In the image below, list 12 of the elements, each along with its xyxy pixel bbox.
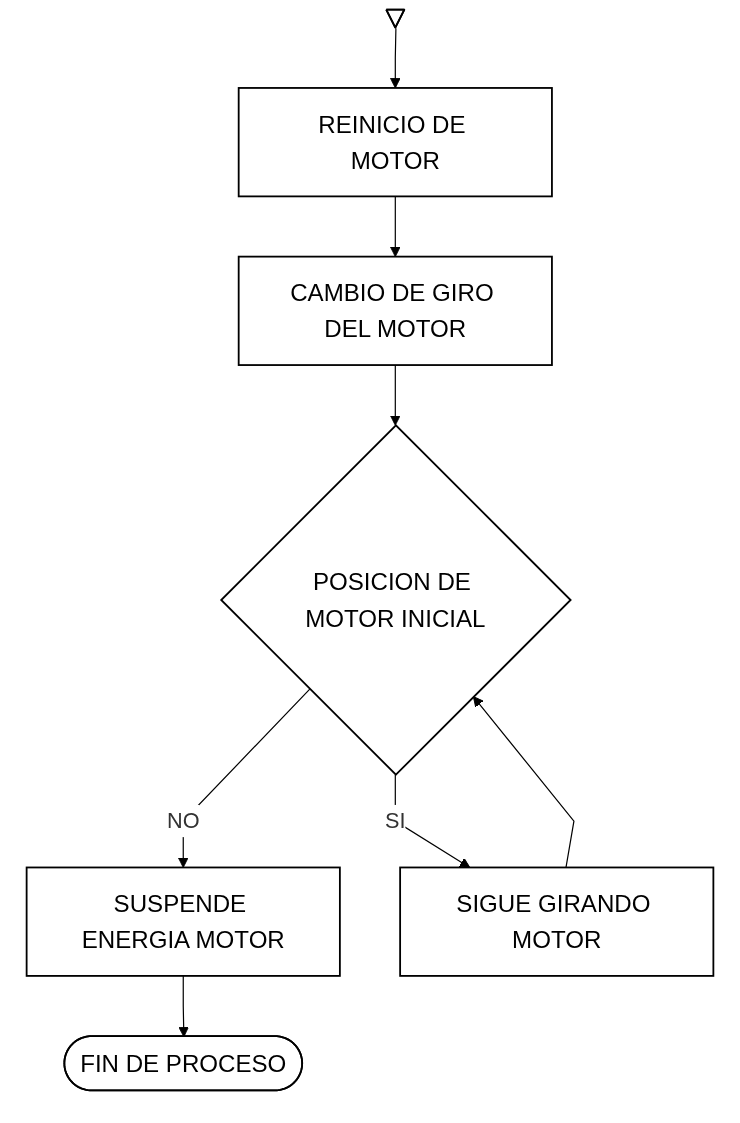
arrow xyxy=(390,195,401,258)
node-box: CAMBIO DE GIRO DEL MOTOR xyxy=(237,255,553,366)
arrow xyxy=(390,27,401,89)
arrow xyxy=(178,975,189,1038)
edge-label: SI xyxy=(385,808,406,833)
arrow xyxy=(390,364,401,426)
node-box: REINICIO DE MOTOR xyxy=(237,87,553,198)
edge-label: NO xyxy=(166,808,200,833)
arrow xyxy=(472,696,575,869)
node-diamond: POSICION DE MOTOR INICIAL xyxy=(219,424,572,776)
node-box: SIGUE GIRANDO MOTOR xyxy=(399,866,715,977)
node-box: SUSPENDE ENERGIA MOTOR xyxy=(25,866,341,977)
